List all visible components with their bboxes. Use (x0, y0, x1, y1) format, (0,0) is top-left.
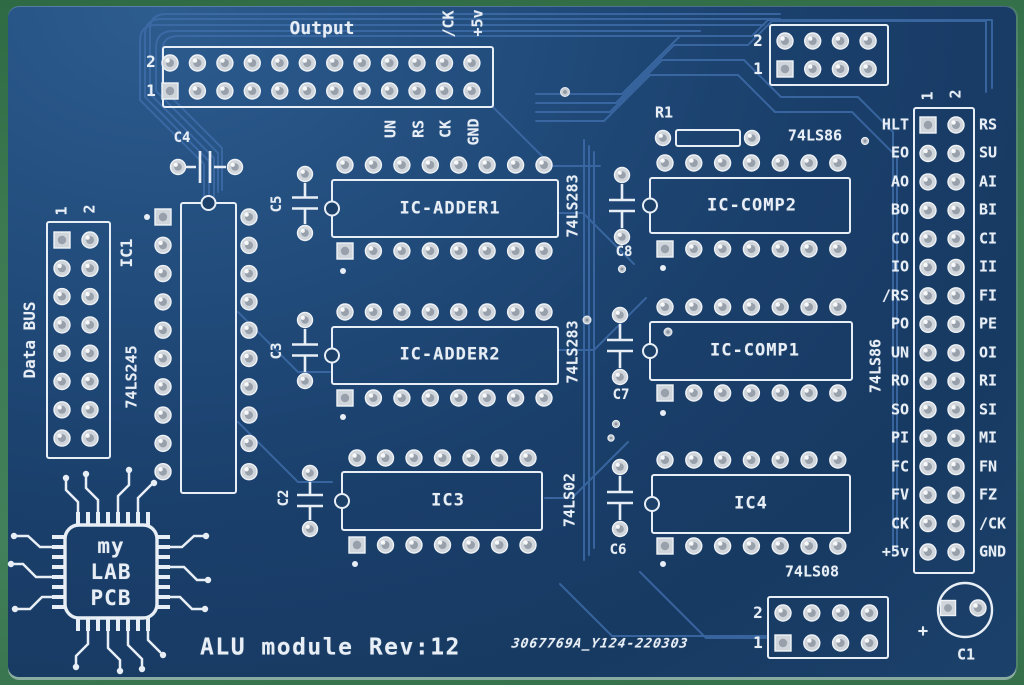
right-bus-right-label-5: II (979, 257, 998, 276)
right-bus-left-label-4: CO (890, 229, 909, 248)
cap-label-c6: C6 (609, 542, 627, 558)
resistor-r1-label: R1 (654, 103, 674, 122)
cap-label-c3: C3 (269, 342, 285, 360)
right-bus-col1-label: 1 (918, 91, 937, 101)
solder-pads (53, 32, 987, 652)
right-bus-right-label-10: SI (979, 400, 998, 419)
cap-label-c4: C4 (173, 130, 191, 146)
output-pin-label-5v: +5v (468, 9, 487, 37)
output-row2-label: 2 (146, 52, 156, 71)
right-bus-right-label-2: AI (979, 172, 998, 191)
logo-line-pcb: PCB (90, 586, 132, 610)
right-bus-right-label-14: /CK (979, 514, 1007, 533)
right-bus-left-label-8: UN (890, 343, 909, 362)
right-bus-left-label-7: PO (890, 314, 909, 333)
pcb-board (8, 6, 1016, 677)
output-pin-label-rs: RS (409, 119, 428, 139)
output-pin-label-ck2: CK (436, 119, 455, 139)
ic-adder2-label: IC-ADDER2 (399, 344, 501, 365)
board-serial-number: 3067769A_Y124-220303 (510, 636, 690, 652)
right-bus-left-label-11: PI (890, 428, 909, 447)
top-right-row2-label: 2 (753, 31, 763, 50)
mylabpcb-logo-graphic (7, 466, 212, 675)
right-bus-right-label-7: PE (979, 314, 998, 333)
right-bus-left-label-9: RO (890, 371, 909, 390)
cap-label-c5: C5 (269, 195, 285, 213)
right-bus-right-label-11: MI (979, 428, 998, 447)
right-bus-left-label-5: IO (890, 257, 909, 276)
right-bus-col2-label: 2 (946, 89, 965, 99)
comp1-part-label: 74LS86 (866, 338, 885, 394)
right-bus-right-label-12: FN (979, 457, 998, 476)
bottom-right-row2-label: 2 (753, 603, 763, 622)
bottom-right-row1-label: 1 (753, 633, 763, 652)
right-bus-left-label-13: FV (890, 485, 909, 504)
right-bus-right-label-15: GND (979, 542, 1007, 561)
logo-line-lab: LAB (90, 560, 132, 584)
ic-comp1-label: IC-COMP1 (710, 340, 800, 361)
cap-label-c2: C2 (276, 489, 292, 507)
output-pin-label-gnd: GND (464, 118, 483, 146)
right-bus-right-label-1: SU (979, 143, 998, 162)
output-row1-label: 1 (146, 81, 156, 100)
output-pin-label-ck: /CK (439, 10, 458, 38)
right-bus-left-label-6: /RS (881, 286, 909, 305)
top-right-row1-label: 1 (753, 59, 763, 78)
ic1-ref-label: IC1 (117, 238, 136, 268)
data-bus-label: Data BUS (20, 301, 39, 379)
adder1-part-label: 74LS283 (563, 174, 582, 238)
comp2-part-label: 74LS86 (787, 126, 843, 145)
cap-label-c7: C7 (612, 387, 630, 403)
cap-c1-polarity-mark: + (917, 621, 929, 642)
data-bus-col2-label: 2 (80, 204, 99, 214)
right-bus-left-label-10: SO (890, 400, 909, 419)
ic3-part-label: 74LS02 (560, 472, 579, 528)
adder2-part-label: 74LS283 (563, 320, 582, 384)
ic1-part-label: 74LS245 (122, 345, 141, 409)
mylabpcb-logo-text: my LAB PCB (91, 533, 132, 611)
data-bus-col1-label: 1 (52, 206, 71, 216)
right-bus-left-label-0: HLT (881, 115, 909, 134)
right-bus-left-label-15: +5v (881, 542, 909, 561)
right-bus-right-label-0: RS (979, 115, 998, 134)
cap-label-c1: C1 (956, 645, 976, 664)
right-bus-left-label-1: EO (890, 143, 909, 162)
ic4-label: IC4 (734, 493, 768, 514)
output-header-label: Output (289, 18, 355, 39)
cap-label-c8: C8 (615, 244, 633, 260)
right-bus-right-label-9: RI (979, 371, 998, 390)
right-bus-left-label-2: AO (890, 172, 909, 191)
right-bus-right-label-3: BI (979, 200, 998, 219)
part-label-74ls08: 74LS08 (784, 562, 840, 581)
right-bus-left-label-14: CK (890, 514, 909, 533)
right-bus-left-label-12: FC (890, 457, 909, 476)
right-bus-right-label-4: CI (979, 229, 998, 248)
right-bus-right-label-8: OI (979, 343, 998, 362)
silkscreen-outlines (46, 24, 994, 659)
board-title: ALU module Rev:12 (200, 634, 461, 661)
output-pin-label-un: UN (381, 119, 400, 139)
ic-comp2-label: IC-COMP2 (707, 195, 797, 216)
right-bus-right-label-6: FI (979, 286, 998, 305)
logo-line-my: my (97, 534, 125, 558)
ic-adder1-label: IC-ADDER1 (399, 198, 501, 219)
ic3-label: IC3 (431, 490, 465, 511)
right-bus-left-label-3: BO (890, 200, 909, 219)
right-bus-right-label-13: FZ (979, 485, 998, 504)
